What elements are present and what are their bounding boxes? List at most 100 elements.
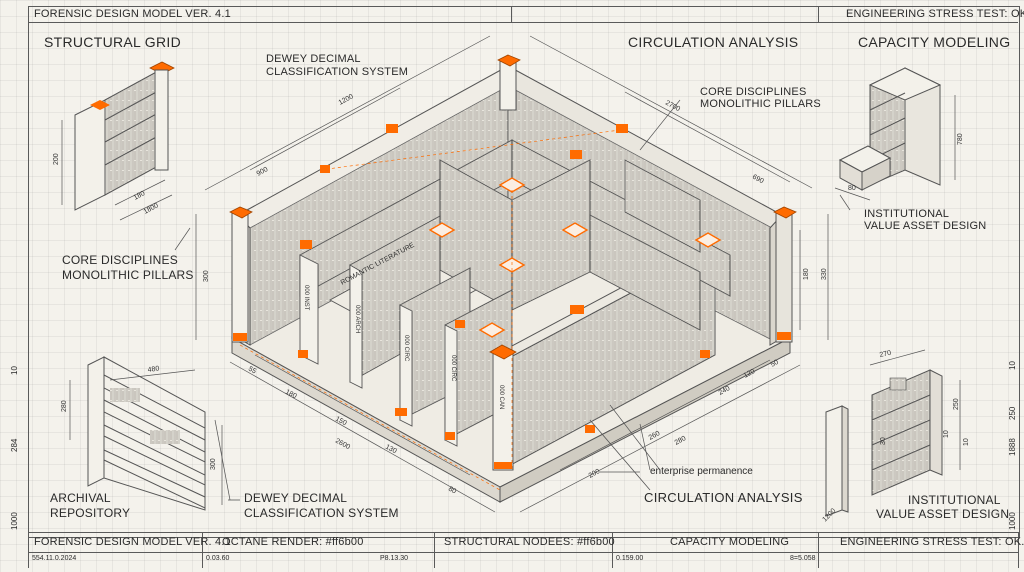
edge-left-3: 1000 — [10, 512, 19, 530]
svg-text:10: 10 — [943, 430, 950, 438]
label-circulation-bottom: CIRCULATION ANALYSIS — [644, 490, 803, 505]
svg-text:120: 120 — [743, 368, 757, 380]
svg-text:150: 150 — [334, 416, 348, 428]
footer-cell-3: STRUCTURAL NODEES: #ff6b00 — [444, 536, 615, 548]
svg-text:330: 330 — [821, 268, 828, 280]
pillar-front — [489, 344, 517, 471]
label-capacity-modeling: CAPACITY MODELING — [858, 34, 1011, 50]
label-core-left-2: MONOLITHIC PILLARS — [62, 268, 194, 282]
tag-b: 000 ARCH — [354, 305, 360, 333]
label-institutional-top-1: INSTITUTIONAL — [864, 208, 950, 220]
label-institutional-bottom-2: VALUE ASSET DESIGN — [876, 507, 1010, 521]
footer-cell-1: FORENSIC DESIGN MODEL VER. 4.1 — [34, 536, 231, 548]
orange-guide-lines — [239, 129, 621, 491]
svg-text:260: 260 — [648, 430, 662, 442]
tag-e: 000 CAN — [498, 385, 504, 409]
label-core-top-1: CORE DISCIPLINES — [700, 86, 807, 98]
svg-text:270: 270 — [879, 350, 892, 359]
footer-divider-1 — [202, 532, 203, 568]
thumb-institutional-asset — [825, 349, 961, 517]
header-divider — [511, 6, 512, 22]
footer-sub-4: 0.159.00 — [616, 555, 644, 562]
svg-text:50: 50 — [770, 359, 780, 369]
tag-a: 000 INST — [303, 285, 309, 311]
label-institutional-bottom-1: INSTITUTIONAL — [908, 493, 1001, 507]
svg-text:1800: 1800 — [143, 202, 160, 216]
footer-divider-4 — [818, 532, 819, 568]
label-archival-2: REPOSITORY — [50, 506, 131, 520]
label-enterprise: enterprise permanence — [650, 466, 753, 477]
svg-text:180: 180 — [803, 268, 810, 280]
structural-pillars — [229, 54, 797, 471]
svg-text:200: 200 — [588, 468, 602, 480]
footer-rule — [28, 532, 1018, 533]
footer-sub-2: 0.03.60 — [206, 555, 230, 562]
label-circulation-top: CIRCULATION ANALYSIS — [628, 34, 799, 50]
label-dewey-bottom-1: DEWEY DECIMAL — [244, 491, 348, 505]
svg-text:10: 10 — [963, 438, 970, 446]
header-rule — [28, 22, 1018, 23]
cross-stacks — [299, 139, 731, 447]
label-archival-1: ARCHIVAL — [50, 491, 111, 505]
outer-frame — [28, 6, 1020, 538]
svg-text:30: 30 — [880, 437, 887, 445]
pillar-right — [773, 206, 797, 343]
footer-divider-5 — [1018, 532, 1019, 568]
svg-text:300: 300 — [210, 458, 217, 470]
header-right: ENGINEERING STRESS TEST: OK — [846, 8, 1024, 20]
tag-d: 000 CIRC — [450, 355, 456, 382]
edge-right-4: 1000 — [1008, 512, 1017, 530]
footer-cell-4: CAPACITY MODELING — [670, 536, 790, 548]
svg-text:180: 180 — [284, 389, 298, 401]
footer-cell-2: OCTANE RENDER: #ff6b00 — [222, 536, 364, 548]
thumb-capacity-modeling — [834, 67, 956, 201]
callout-leaders — [228, 419, 651, 501]
footer-sub-5: 8=5.058 — [790, 555, 816, 562]
svg-text:80: 80 — [447, 486, 457, 496]
svg-text:130: 130 — [384, 444, 398, 456]
footer-divider-3 — [612, 532, 613, 568]
thumb-archival-repository — [69, 356, 223, 511]
footer-cell-5: ENGINEERING STRESS TEST: OK. — [840, 536, 1024, 548]
header-divider-right — [818, 6, 819, 22]
pillar-left — [229, 206, 253, 343]
footer-sub-1: 554.11.0.2024 — [32, 555, 77, 562]
svg-text:780: 780 — [957, 133, 964, 145]
svg-text:180: 180 — [133, 190, 147, 202]
svg-text:280: 280 — [674, 435, 688, 447]
label-dewey-bottom-2: CLASSIFICATION SYSTEM — [244, 506, 399, 520]
edge-left-1: 10 — [10, 366, 19, 375]
footer-sub-3: P8.13.30 — [380, 555, 409, 562]
svg-text:480: 480 — [147, 365, 160, 374]
header-left: FORENSIC DESIGN MODEL VER. 4.1 — [34, 8, 231, 20]
svg-text:900: 900 — [256, 166, 270, 178]
footer-divider-0 — [28, 532, 29, 568]
tag-c: 000 CIRC — [403, 335, 409, 362]
svg-text:1200: 1200 — [338, 93, 355, 107]
footer-subrule — [28, 552, 1018, 553]
edge-right-3: 1888 — [1008, 438, 1017, 456]
label-dewey-top-1: DEWEY DECIMAL — [266, 53, 361, 65]
svg-text:80: 80 — [848, 185, 856, 192]
svg-text:2600: 2600 — [334, 438, 351, 452]
label-core-top-2: MONOLITHIC PILLARS — [700, 98, 821, 110]
thumb-structural-grid — [61, 61, 175, 221]
label-core-left-1: CORE DISCIPLINES — [62, 253, 178, 267]
svg-text:690: 690 — [751, 174, 765, 186]
svg-text:250: 250 — [953, 398, 960, 410]
label-institutional-top-2: VALUE ASSET DESIGN — [864, 220, 987, 232]
footer-divider-2 — [434, 532, 435, 568]
svg-text:280: 280 — [61, 400, 68, 412]
label-structural-grid: STRUCTURAL GRID — [44, 34, 181, 50]
svg-text:200: 200 — [53, 153, 60, 165]
edge-right-2: 250 — [1008, 406, 1017, 420]
svg-text:300: 300 — [203, 270, 210, 282]
svg-text:55: 55 — [247, 366, 257, 376]
pillar-top — [497, 54, 521, 111]
svg-text:240: 240 — [718, 385, 732, 397]
dimension-lines — [174, 35, 851, 513]
label-dewey-top-2: CLASSIFICATION SYSTEM — [266, 66, 409, 78]
edge-right-1: 10 — [1008, 361, 1017, 370]
